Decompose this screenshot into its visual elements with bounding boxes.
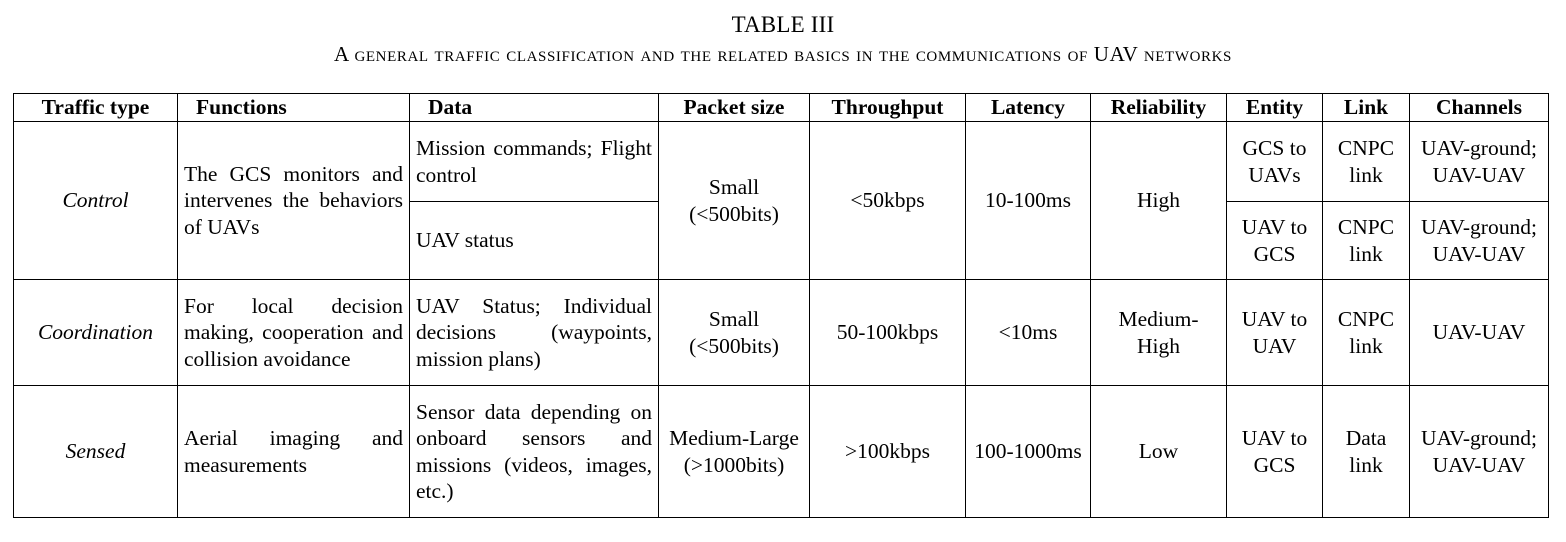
cell-data: UAV status: [409, 201, 659, 280]
header-link: Link: [1322, 93, 1410, 122]
cell-packet-size: Small (<500bits): [658, 121, 810, 280]
cell-link: CNPC link: [1322, 121, 1410, 202]
cell-channels: UAV-ground; UAV-UAV: [1409, 121, 1549, 202]
header-latency: Latency: [965, 93, 1091, 122]
cell-throughput: >100kbps: [809, 385, 966, 518]
header-data: Data: [409, 93, 659, 122]
cell-latency: <10ms: [965, 279, 1091, 386]
header-traffic-type: Traffic type: [13, 93, 178, 122]
cell-throughput: <50kbps: [809, 121, 966, 280]
cell-reliability: High: [1090, 121, 1227, 280]
header-row: Traffic type Functions Data Packet size …: [13, 93, 1549, 122]
cell-link: CNPC link: [1322, 279, 1410, 386]
table-caption: A general traffic classification and the…: [334, 42, 1232, 66]
table-row-control-status: UAV status UAV to GCS CNPC link UAV-grou…: [14, 201, 1549, 280]
header-functions: Functions: [177, 93, 410, 122]
cell-link: Data link: [1322, 385, 1410, 518]
cell-channels: UAV-UAV: [1409, 279, 1549, 386]
cell-functions: The GCS monitors and intervenes the beha…: [177, 121, 410, 280]
cell-packet-size: Medium-Large (>1000bits): [658, 385, 810, 518]
cell-reliability: Low: [1090, 385, 1227, 518]
cell-entity: UAV to GCS: [1226, 201, 1323, 280]
table-row-coordination: Coordination For local decision making, …: [13, 279, 1549, 386]
cell-entity: GCS to UAVs: [1226, 121, 1323, 202]
cell-functions: Aerial imaging and measurements: [177, 385, 410, 518]
header-reliability: Reliability: [1090, 93, 1227, 122]
cell-functions: For local decision making, cooperation a…: [177, 279, 410, 386]
cell-entity: UAV to GCS: [1226, 385, 1323, 518]
cell-link: CNPC link: [1322, 201, 1410, 280]
table-label: TABLE III: [731, 12, 835, 37]
cell-entity: UAV to UAV: [1226, 279, 1323, 386]
cell-latency: 10-100ms: [965, 121, 1091, 280]
cell-reliability: Medium-High: [1090, 279, 1227, 386]
table-row-control: Control The GCS monitors and intervenes …: [13, 121, 1549, 280]
cell-channels: UAV-ground; UAV-UAV: [1409, 201, 1549, 280]
header-channels: Channels: [1409, 93, 1549, 122]
table-row-sensed: Sensed Aerial imaging and measurements S…: [13, 385, 1549, 518]
traffic-classification-table: Traffic type Functions Data Packet size …: [13, 93, 1549, 518]
cell-throughput: 50-100kbps: [809, 279, 966, 386]
cell-latency: 100-1000ms: [965, 385, 1091, 518]
header-throughput: Throughput: [809, 93, 966, 122]
cell-packet-size: Small (<500bits): [658, 279, 810, 386]
header-entity: Entity: [1226, 93, 1323, 122]
cell-data: UAV Status; Individual decisions (waypoi…: [409, 279, 659, 386]
cell-traffic-type: Sensed: [13, 385, 178, 518]
cell-channels: UAV-ground; UAV-UAV: [1409, 385, 1549, 518]
cell-traffic-type: Control: [13, 121, 178, 280]
cell-data: Sensor data depending on onboard sensors…: [409, 385, 659, 518]
cell-traffic-type: Coordination: [13, 279, 178, 386]
header-packet-size: Packet size: [658, 93, 810, 122]
cell-data: Mission commands; Flight control: [409, 121, 659, 202]
